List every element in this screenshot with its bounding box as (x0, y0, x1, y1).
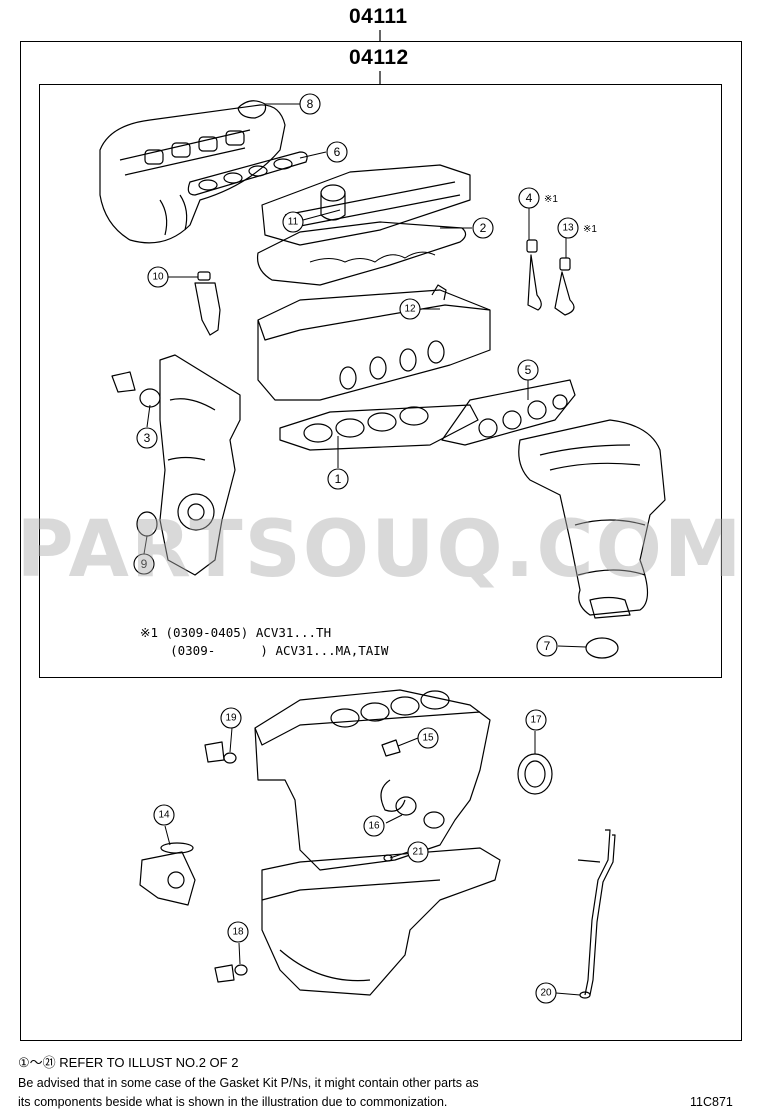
outer-kit-frame (20, 41, 742, 1041)
head-cover-drawing (261, 164, 471, 246)
callout-20 (535, 982, 557, 1004)
water-outlet-drawing (111, 371, 161, 408)
callout-7-label: 7 (544, 639, 551, 653)
callout-8 (299, 93, 321, 115)
callout-14-label: 14 (158, 810, 170, 821)
advice-line-1: Be advised that in some case of the Gask… (18, 1076, 479, 1090)
callouts (133, 93, 579, 1004)
callout-3-label: 3 (144, 431, 151, 445)
callout-12-label: 12 (404, 304, 416, 315)
callout-9-label: 9 (141, 557, 148, 571)
crank-seal-drawing (136, 511, 158, 537)
callout-9 (133, 553, 155, 575)
callout-21 (407, 841, 429, 863)
cylinder-head-drawing (257, 284, 491, 401)
injector-drawing (194, 271, 221, 336)
timing-cover-drawing (159, 354, 241, 576)
callout-3 (136, 427, 158, 449)
callout-16-label: 16 (368, 821, 380, 832)
callout-2 (472, 217, 494, 239)
inner-kit-frame (39, 84, 722, 678)
advice-line-2: its components beside what is shown in t… (18, 1095, 448, 1109)
callout-4-mark: ※1 (544, 194, 558, 205)
valve-drawing (526, 239, 575, 316)
applicability-note-2: (0309- ) ACV31...MA,TAIW (140, 643, 389, 658)
callout-14 (153, 804, 175, 826)
callout-1 (327, 468, 349, 490)
outer-kit-number: 04111 (349, 5, 408, 28)
intake-manifold-drawing (99, 104, 286, 244)
callout-13-mark: ※1 (583, 224, 597, 235)
inner-kit-number: 04112 (349, 46, 409, 69)
callout-10-label: 10 (152, 272, 164, 283)
callout-5 (517, 359, 539, 381)
head-cover-gasket-drawing (256, 221, 467, 286)
water-pump-drawing (139, 842, 196, 906)
callout-6-label: 6 (334, 145, 341, 159)
callout-17-label: 17 (530, 715, 542, 726)
oil-pan-drawing (261, 847, 501, 996)
callout-1-label: 1 (335, 472, 342, 486)
callout-11 (282, 211, 304, 233)
callout-21-label: 21 (412, 847, 424, 858)
applicability-note-1: ※1 (0309-0405) ACV31...TH (140, 625, 332, 640)
throttle-gasket-drawing (237, 100, 267, 119)
callout-19-label: 19 (225, 713, 237, 724)
rear-oil-seal-drawing (517, 753, 553, 795)
illustration-code: 11C871 (690, 1095, 733, 1109)
callout-7 (536, 635, 558, 657)
intake-gasket-drawing (187, 151, 308, 196)
exhaust-manifold-drawing (518, 419, 666, 619)
callout-10 (147, 266, 169, 288)
callout-17 (525, 709, 547, 731)
dipstick-guide-drawing (577, 829, 616, 999)
head-gasket-drawing (279, 404, 479, 451)
callout-18 (227, 921, 249, 943)
callout-12 (399, 298, 421, 320)
callout-6 (326, 141, 348, 163)
callout-15-label: 15 (422, 733, 434, 744)
callout-13 (557, 217, 579, 239)
callout-11-label: 11 (288, 217, 299, 228)
callout-16 (363, 815, 385, 837)
callout-19 (220, 707, 242, 729)
cylinder-block-drawing (254, 689, 491, 871)
callout-18-label: 18 (232, 927, 244, 938)
refer-note: ①～㉑ REFER TO ILLUST NO.2 OF 2 (18, 1055, 239, 1070)
callout-2-label: 2 (480, 221, 487, 235)
exhaust-gasket-drawing (441, 379, 576, 446)
catalyst-gasket-drawing (585, 637, 619, 659)
callout-8-label: 8 (307, 97, 314, 111)
callout-15 (417, 727, 439, 749)
callout-4 (518, 187, 540, 209)
callout-13-label: 13 (562, 223, 574, 234)
callout-5-label: 5 (525, 363, 532, 377)
callout-20-label: 20 (540, 988, 552, 999)
callout-4-label: 4 (526, 191, 533, 205)
